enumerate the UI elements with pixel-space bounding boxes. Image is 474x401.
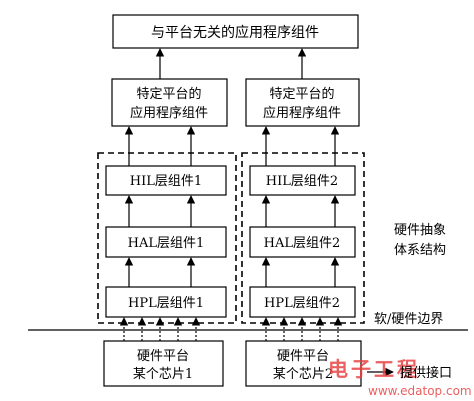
hal-box-1	[105, 226, 227, 258]
platform-app-box-1	[111, 78, 228, 127]
hil-label-1: HIL层组件1	[130, 174, 202, 189]
hpl-label-1: HPL层组件1	[128, 296, 204, 311]
hil-box-1	[105, 165, 227, 196]
platform-app-line1-1: 特定平台的	[136, 86, 201, 102]
watermark-url: www.edatop.com	[368, 384, 472, 398]
top-box-label: 与平台无关的应用程序组件	[151, 24, 319, 41]
hardware-box-2	[245, 340, 362, 387]
hardware-line1-2: 硬件平台	[277, 349, 329, 364]
hal-label-2: HAL层组件2	[264, 236, 341, 251]
hal-label-1: HAL层组件1	[128, 236, 205, 251]
layer-arrows	[124, 48, 340, 287]
column-2: 特定平台的 应用程序组件 HIL层组件2 HAL层组件2 HPL层组件2 硬件平…	[241, 78, 365, 387]
hil-box-2	[249, 165, 356, 196]
arch-label-line1: 硬件抽象	[394, 223, 446, 238]
interface-label: 提供接口	[400, 365, 452, 381]
hardware-line2-2: 某个芯片2	[273, 367, 333, 382]
hil-label-2: HIL层组件2	[266, 174, 338, 189]
hpl-box-1	[105, 286, 227, 318]
platform-independent-app-box: 与平台无关的应用程序组件	[112, 14, 359, 49]
hal-box-2	[249, 226, 356, 258]
column-1: 特定平台的 应用程序组件 HIL层组件1 HAL层组件1 HPL层组件1 硬件平…	[97, 78, 237, 387]
platform-app-line2-2: 应用程序组件	[263, 105, 341, 121]
hardware-line1-1: 硬件平台	[137, 349, 189, 364]
abstraction-group-1	[97, 152, 237, 324]
hardware-line2-1: 某个芯片1	[133, 367, 193, 382]
arch-label-line2: 体系结构	[394, 243, 446, 258]
platform-app-line2-1: 应用程序组件	[130, 105, 208, 121]
platform-app-line1-2: 特定平台的	[269, 86, 334, 102]
watermark-brand: 电子工程	[328, 357, 420, 381]
hpl-box-2	[249, 286, 356, 318]
hardware-box-1	[103, 340, 224, 387]
hpl-label-2: HPL层组件2	[264, 296, 340, 311]
watermark: 电子工程 www.edatop.com	[328, 357, 472, 398]
boundary-label: 软/硬件边界	[374, 312, 443, 327]
